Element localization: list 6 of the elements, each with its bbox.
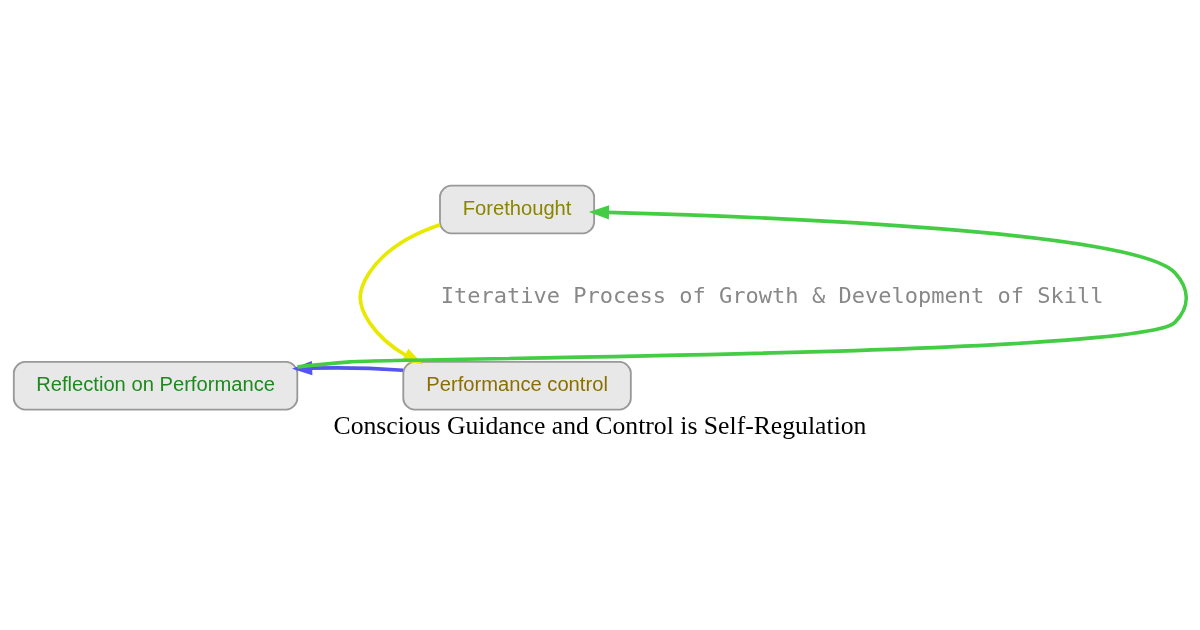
node-box: Forethought [439,184,596,234]
caption: Conscious Guidance and Control is Self-Regulation [333,410,867,440]
arrow [297,204,1188,369]
label: Iterative Process of Growth & Development of Skill [440,282,1104,308]
node-box: Performance control [402,360,632,410]
node-box: Reflection on Performance [12,360,299,410]
